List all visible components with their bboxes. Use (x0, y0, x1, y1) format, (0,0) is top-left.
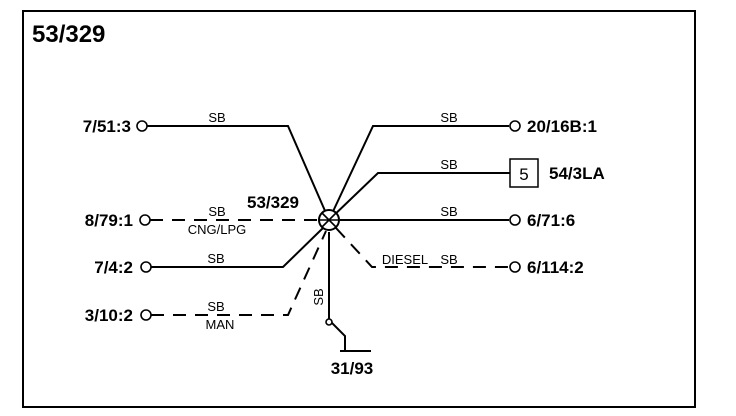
terminal-left-cng (139, 214, 151, 226)
wire-left-mid (151, 227, 324, 268)
wire-ground (328, 232, 346, 350)
option-diesel-label: DIESEL (382, 252, 428, 267)
terminal-right-mid (509, 214, 521, 226)
lamp-number: 5 (519, 165, 528, 184)
terminal-left-mid (140, 261, 152, 273)
wire-right-top (328, 125, 509, 221)
label-right-diesel: 6/114:2 (527, 258, 584, 277)
wire-label-right-diesel: SB (440, 252, 457, 267)
label-left-cng: 8/79:1 (85, 211, 133, 230)
wire-label-left-cng: SB (208, 204, 225, 219)
lamp-box (509, 158, 539, 188)
label-left-man: 3/10:2 (85, 306, 133, 325)
diagram-title: 53/329 (32, 21, 105, 48)
terminal-right-top (509, 120, 521, 132)
option-man-label: MAN (206, 317, 235, 332)
label-right-mid: 6/71:6 (527, 211, 575, 230)
wire-left-top (147, 125, 330, 221)
wire-label-ground: SB (311, 288, 326, 305)
wire-label-right-lamp: SB (440, 157, 457, 172)
terminal-ground-pivot (325, 318, 333, 326)
terminal-left-top (136, 120, 148, 132)
label-left-mid: 7/4:2 (94, 258, 133, 277)
wire-right-lamp (328, 172, 510, 221)
wire-left-man (151, 230, 327, 316)
option-cng-label: CNG/LPG (188, 222, 247, 237)
label-ground: 31/93 (331, 359, 374, 378)
terminal-right-diesel (509, 261, 521, 273)
wire-label-left-mid: SB (207, 251, 224, 266)
wire-label-right-mid: SB (440, 204, 457, 219)
wire-label-left-man: SB (207, 299, 224, 314)
center-connector-label: 53/329 (247, 193, 299, 212)
wire-right-diesel (335, 227, 509, 268)
terminal-left-man (140, 309, 152, 321)
wire-label-left-top: SB (208, 110, 225, 125)
label-right-lamp: 54/3LA (549, 164, 605, 183)
center-connector (318, 209, 340, 231)
diagram-frame (22, 10, 696, 408)
terminals (136, 120, 521, 326)
wire-label-right-top: SB (440, 110, 457, 125)
wires (147, 125, 510, 352)
label-left-top: 7/51:3 (83, 117, 131, 136)
label-right-top: 20/16B:1 (527, 117, 597, 136)
